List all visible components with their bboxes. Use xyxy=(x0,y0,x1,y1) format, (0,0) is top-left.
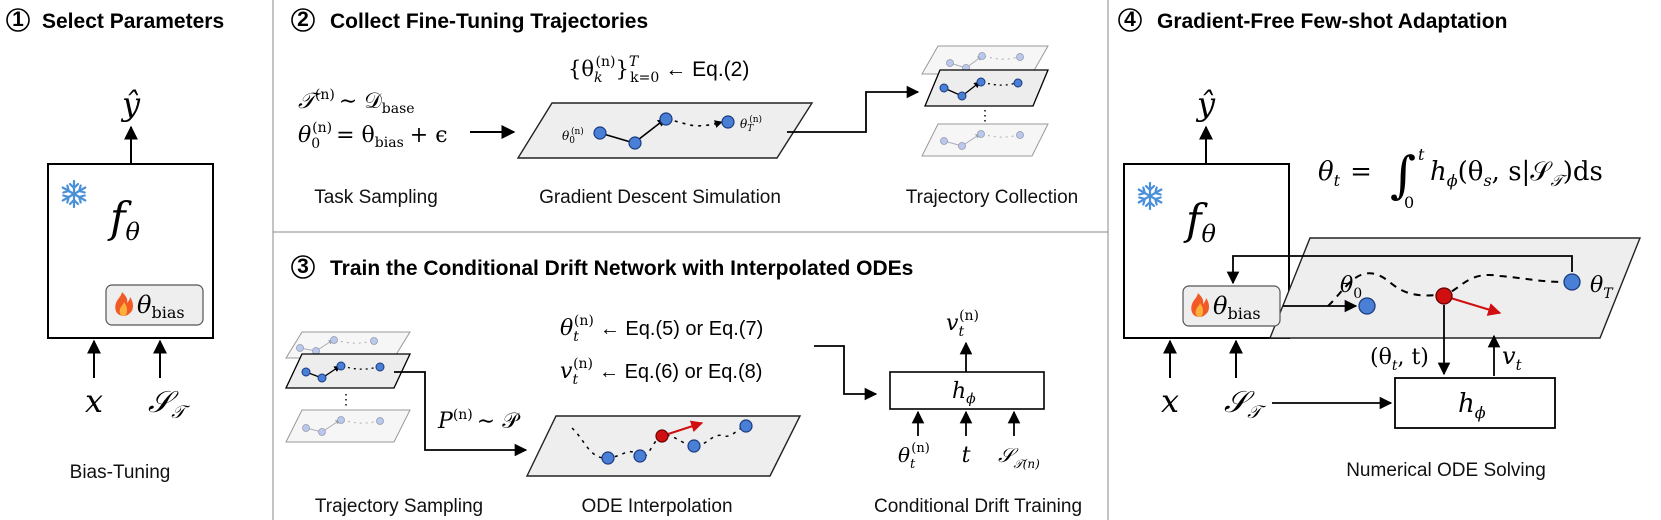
caption-trajectory-sampling: Trajectory Sampling xyxy=(315,496,483,517)
ode-interpolation-plane xyxy=(525,415,802,477)
caption-conditional-drift-training: Conditional Drift Training xyxy=(874,496,1082,517)
panel-train: ⋮ P(n)∼ 𝒫 θt(n)← Eq.(5) or Eq.(7) tvt(n)… xyxy=(284,308,1082,517)
svg-text:⋮: ⋮ xyxy=(339,392,353,408)
caption-gd-simulation: Gradient Descent Simulation xyxy=(539,187,781,208)
caption-ode-interpolation: ODE Interpolation xyxy=(581,496,732,517)
svg-text:0: 0 xyxy=(1404,193,1414,212)
section-3-header: 3 Train the Conditional Drift Network wi… xyxy=(291,255,913,280)
theta-t-pair-label: (θt, t) xyxy=(1370,345,1429,374)
ode-integral-equation: θt= ∫ t 0 hϕ(θs, s|𝒮𝒯)ds xyxy=(1318,145,1603,212)
svg-text:θT: θT xyxy=(1590,273,1614,302)
svg-text:θt=: θt= xyxy=(1318,157,1372,190)
svg-text:θt(n): θt(n) xyxy=(898,441,930,472)
svg-text:hϕ: hϕ xyxy=(952,379,976,407)
caption-numerical-ode-solving: Numerical ODE Solving xyxy=(1346,460,1546,481)
svg-text:2: 2 xyxy=(297,8,309,31)
section-2-header: 2 Collect Fine-Tuning Trajectories xyxy=(291,8,648,33)
svg-text:3: 3 xyxy=(297,255,309,278)
svg-text:Collect Fine-Tuning Trajectori: Collect Fine-Tuning Trajectories xyxy=(330,10,648,33)
panel-adaptation: ŷ fθ θt= ∫ t 0 hϕ(θs, s|𝒮𝒯)ds θ0 θT θbia… xyxy=(1123,85,1642,481)
task-sampling-eq-1: 𝒯(n)∼ 𝒟base xyxy=(298,87,415,117)
svg-text:Select Parameters: Select Parameters xyxy=(42,10,224,33)
section-1-header: 1 Select Parameters xyxy=(6,8,224,33)
p-sample-label: P(n)∼ 𝒫 xyxy=(437,407,521,434)
section-4-header: 4 Gradient-Free Few-shot Adaptation xyxy=(1118,8,1507,33)
svg-text:Train the Conditional Drift Ne: Train the Conditional Drift Network with… xyxy=(330,257,913,280)
x-input-4: x xyxy=(1161,382,1179,420)
gd-simulation-plane xyxy=(516,102,814,159)
task-sampling-eq-2: θ0(n)= θbias+ ϵ xyxy=(298,120,448,152)
svg-text:Gradient-Free Few-shot Adaptat: Gradient-Free Few-shot Adaptation xyxy=(1157,10,1507,33)
svg-text:hϕ: hϕ xyxy=(1458,389,1486,422)
svg-text:1: 1 xyxy=(12,8,24,31)
drift-network-box xyxy=(889,371,1045,410)
v-t-n-eq: tvt(n)← Eq.(6) or Eq.(8) xyxy=(560,356,762,388)
y-hat-output-4: ŷ xyxy=(1195,85,1216,123)
svg-text:t: t xyxy=(962,443,971,468)
s-tau-input-4: 𝒮𝒯 xyxy=(1224,385,1266,423)
svg-text:hϕ(θs, s|𝒮𝒯)ds: hϕ(θs, s|𝒮𝒯)ds xyxy=(1430,157,1603,190)
svg-text:4: 4 xyxy=(1124,8,1136,31)
svg-text:t: t xyxy=(1418,145,1425,164)
theta-t-n-eq: θt(n)← Eq.(5) or Eq.(7) xyxy=(560,313,763,345)
x-input: x xyxy=(85,382,103,420)
y-hat-output: ŷ xyxy=(120,85,141,123)
panel-bias-tuning: ŷ fθ θbias x 𝒮𝒯 Bias-Tuning xyxy=(47,85,214,483)
theta-bias-chip xyxy=(105,284,204,326)
svg-text:θbias: θbias xyxy=(137,291,185,322)
svg-text:⋮: ⋮ xyxy=(978,108,992,124)
svg-text:fθ: fθ xyxy=(1183,195,1217,248)
svg-text:∫: ∫ xyxy=(1390,146,1416,204)
ode-solving-plane xyxy=(1268,237,1642,339)
v-t-n-output: vt(n) xyxy=(946,308,979,340)
svg-text:θbias: θbias xyxy=(1213,292,1261,323)
caption-task-sampling: Task Sampling xyxy=(314,187,438,208)
theta-bias-chip-4 xyxy=(1182,285,1281,327)
svg-text:𝒮𝒯(n): 𝒮𝒯(n) xyxy=(998,443,1040,471)
svg-text:θ0: θ0 xyxy=(1340,273,1362,302)
s-tau-input: 𝒮𝒯 xyxy=(148,385,190,423)
drift-network-box-4 xyxy=(1394,377,1556,429)
caption-trajectory-collection: Trajectory Collection xyxy=(906,187,1078,208)
v-t-label: vt xyxy=(1502,342,1523,374)
caption-bias-tuning: Bias-Tuning xyxy=(70,462,171,483)
